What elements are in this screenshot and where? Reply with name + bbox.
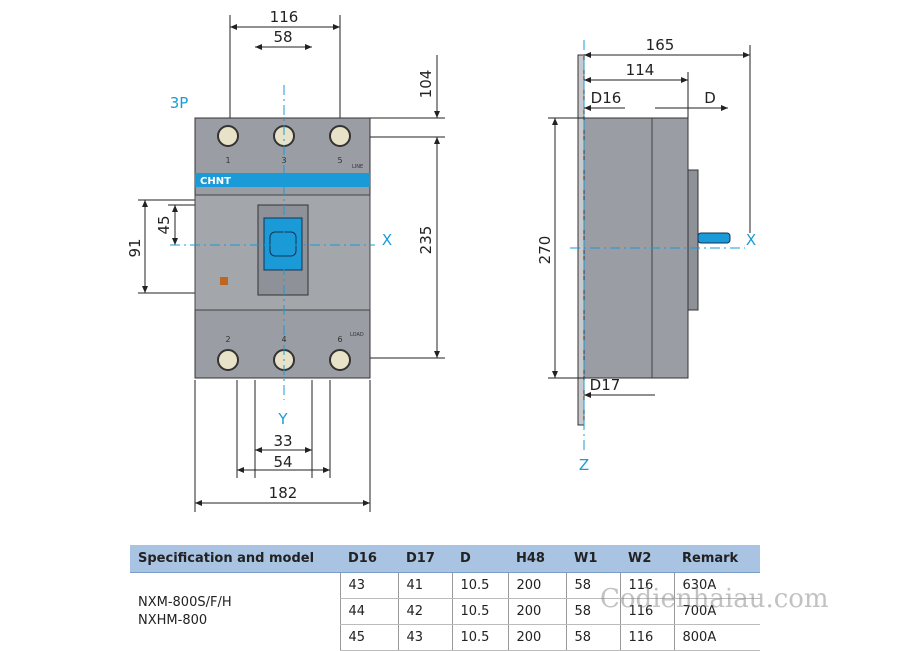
dim-33: 33 (273, 432, 292, 450)
cell: 10.5 (451, 572, 508, 599)
dim-116: 116 (270, 8, 299, 26)
axis-x-label: X (382, 231, 392, 249)
cell: 58 (565, 624, 620, 651)
axis-z-label: Z (579, 456, 589, 474)
cell: 42 (397, 598, 452, 625)
dim-270: 270 (536, 236, 554, 265)
terminal-number: 6 (337, 335, 342, 344)
cell: 200 (507, 598, 566, 625)
header-cell: W2 (620, 545, 674, 573)
cell: 700A (673, 598, 760, 625)
cell: 58 (565, 598, 620, 625)
table-header: Specification and model D16 D17 D H48 W1… (130, 545, 760, 573)
cell: 43 (397, 624, 452, 651)
dim-45: 45 (155, 215, 173, 234)
header-cell: Remark (674, 545, 760, 573)
pole-label: 3P (170, 94, 189, 112)
cell: 630A (673, 572, 760, 599)
terminal-number: 5 (337, 156, 342, 165)
cell: 43 (339, 572, 398, 599)
cell: 200 (507, 572, 566, 599)
cell: 44 (339, 598, 398, 625)
dim-d16: D16 (591, 89, 622, 107)
cell: 116 (619, 624, 674, 651)
cell: 10.5 (451, 624, 508, 651)
dim-114: 114 (626, 61, 655, 79)
breaker-side-view (570, 40, 745, 450)
breaker-front-view (170, 85, 375, 400)
header-cell: D16 (340, 545, 398, 573)
header-cell: Specification and model (130, 545, 340, 573)
cell: 116 (619, 572, 674, 599)
dim-d: D (704, 89, 716, 107)
dim-d17: D17 (590, 376, 621, 394)
cell: 10.5 (451, 598, 508, 625)
terminal-number: 2 (225, 335, 230, 344)
terminal-number: 1 (225, 156, 230, 165)
cell: 200 (507, 624, 566, 651)
header-cell: D (452, 545, 508, 573)
model-cell: NXM-800S/F/H NXHM-800 (130, 573, 340, 651)
side-axis-x-label: X (746, 231, 756, 249)
brand-logo: CHNT (200, 176, 231, 187)
dim-104: 104 (417, 70, 435, 99)
dim-182: 182 (269, 484, 298, 502)
load-label: LOAD (350, 332, 364, 338)
dim-58: 58 (273, 28, 292, 46)
dim-91: 91 (126, 238, 144, 257)
cell: 116 (619, 598, 674, 625)
cell: 41 (397, 572, 452, 599)
terminal-number: 4 (281, 335, 286, 344)
header-cell: D17 (398, 545, 452, 573)
watermark: Codienhaiau.com (600, 584, 829, 614)
header-cell: H48 (508, 545, 566, 573)
cell: 58 (565, 572, 620, 599)
dim-54: 54 (273, 453, 292, 471)
cell: 45 (339, 624, 398, 651)
axis-y-label: Y (277, 410, 288, 428)
model-line: NXM-800S/F/H (138, 594, 232, 610)
header-cell: W1 (566, 545, 620, 573)
dim-235: 235 (417, 226, 435, 255)
line-label: LINE (352, 164, 363, 170)
dim-165: 165 (646, 36, 675, 54)
spec-table: Specification and model D16 D17 D H48 W1… (130, 545, 760, 651)
terminal-number: 3 (281, 156, 286, 165)
cell: 800A (673, 624, 760, 651)
side-dimension-lines (548, 45, 751, 398)
model-line: NXHM-800 (138, 612, 208, 628)
